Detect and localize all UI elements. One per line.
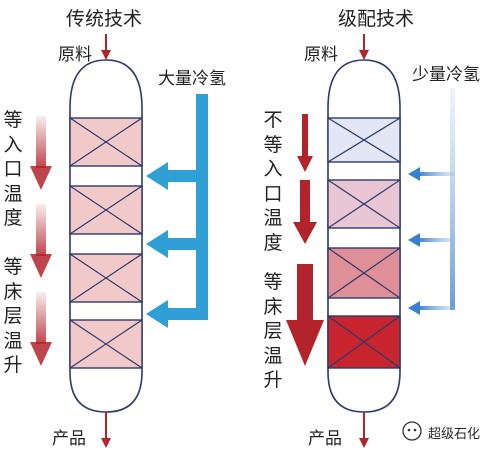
left-bed-1 [69,117,143,167]
right-product-label: 产品 [308,429,342,449]
right-side-text-bed-rise: 等 床 层 温 升 [263,271,283,391]
right-quench-line [408,88,455,315]
right-feed-arrow [359,34,369,60]
left-product-arrow [101,412,111,448]
left-bed-4 [69,319,143,369]
right-side-text-inlet: 不 等 入 口 温 度 [263,109,283,254]
right-quench-label: 少量冷氢 [412,65,480,85]
left-temp-arrow-3 [30,292,52,366]
left-title: 传统技术 [66,8,143,30]
left-feed-arrow [101,34,111,60]
watermark-text: 超级石化 [428,427,481,442]
right-temp-arrow-3 [286,264,324,366]
right-bed-1 [327,117,401,163]
left-bed-2 [69,185,143,235]
right-bed-4 [327,315,401,369]
left-quench-line [146,94,208,328]
right-temp-arrow-1 [297,114,313,172]
right-temp-arrow-2 [293,180,317,244]
right-product-arrow [359,412,369,448]
wechat-logo [402,421,422,441]
right-bed-3 [327,247,401,299]
left-temp-arrow-1 [30,116,52,190]
right-bed-2 [327,179,401,229]
right-title: 级配技术 [338,8,415,30]
left-feed-label: 原料 [58,45,92,65]
left-quench-label: 大量冷氢 [158,69,226,89]
right-feed-label: 原料 [304,45,338,65]
left-product-label: 产品 [52,429,86,449]
left-bed-3 [69,253,143,303]
left-side-text: 等 入 口 温 度 等 床 层 温 升 [3,109,23,376]
left-temp-arrow-2 [30,204,52,278]
